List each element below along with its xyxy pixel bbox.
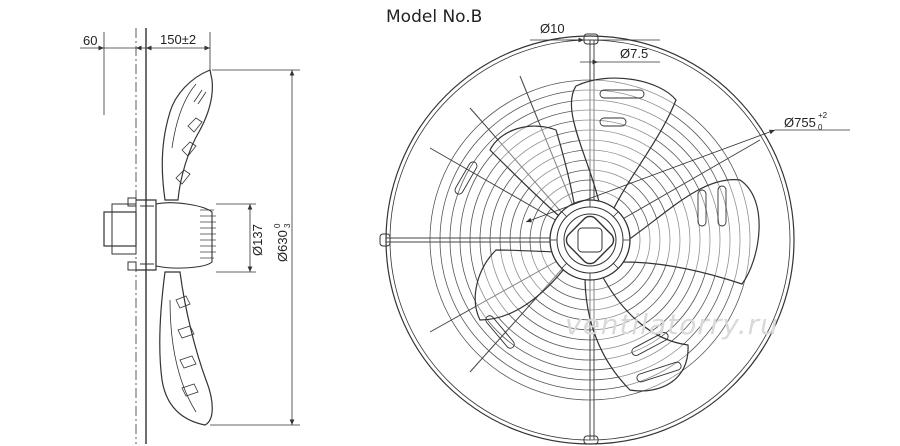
dim-slot: Ø7.5 [620, 46, 648, 61]
watermark: ventilatorry.ru [565, 308, 779, 341]
dim-guard-diameter: Ø755 +2 0 [784, 111, 828, 132]
dim-depth: 150±2 [160, 32, 196, 47]
model-title: Model No.B [386, 7, 482, 27]
dim-blade-diameter-sub: 3 [283, 223, 292, 228]
dim-guard-diameter-main: Ø755 [784, 115, 816, 130]
dim-hub-diameter: Ø137 [250, 224, 265, 256]
front-view [379, 33, 850, 445]
dim-mount-hole: Ø10 [540, 21, 565, 36]
side-view [80, 28, 300, 444]
dim-blade-diameter-main: Ø630 [275, 230, 290, 262]
dim-guard-diameter-sub: 0 [818, 123, 823, 132]
dim-blade-diameter-sup: 0 [273, 223, 282, 228]
hub [549, 199, 631, 281]
dim-guard-diameter-sup: +2 [818, 111, 828, 120]
dim-motor-depth: 60 [83, 33, 97, 48]
dim-blade-diameter: Ø630 0 3 [273, 223, 292, 262]
